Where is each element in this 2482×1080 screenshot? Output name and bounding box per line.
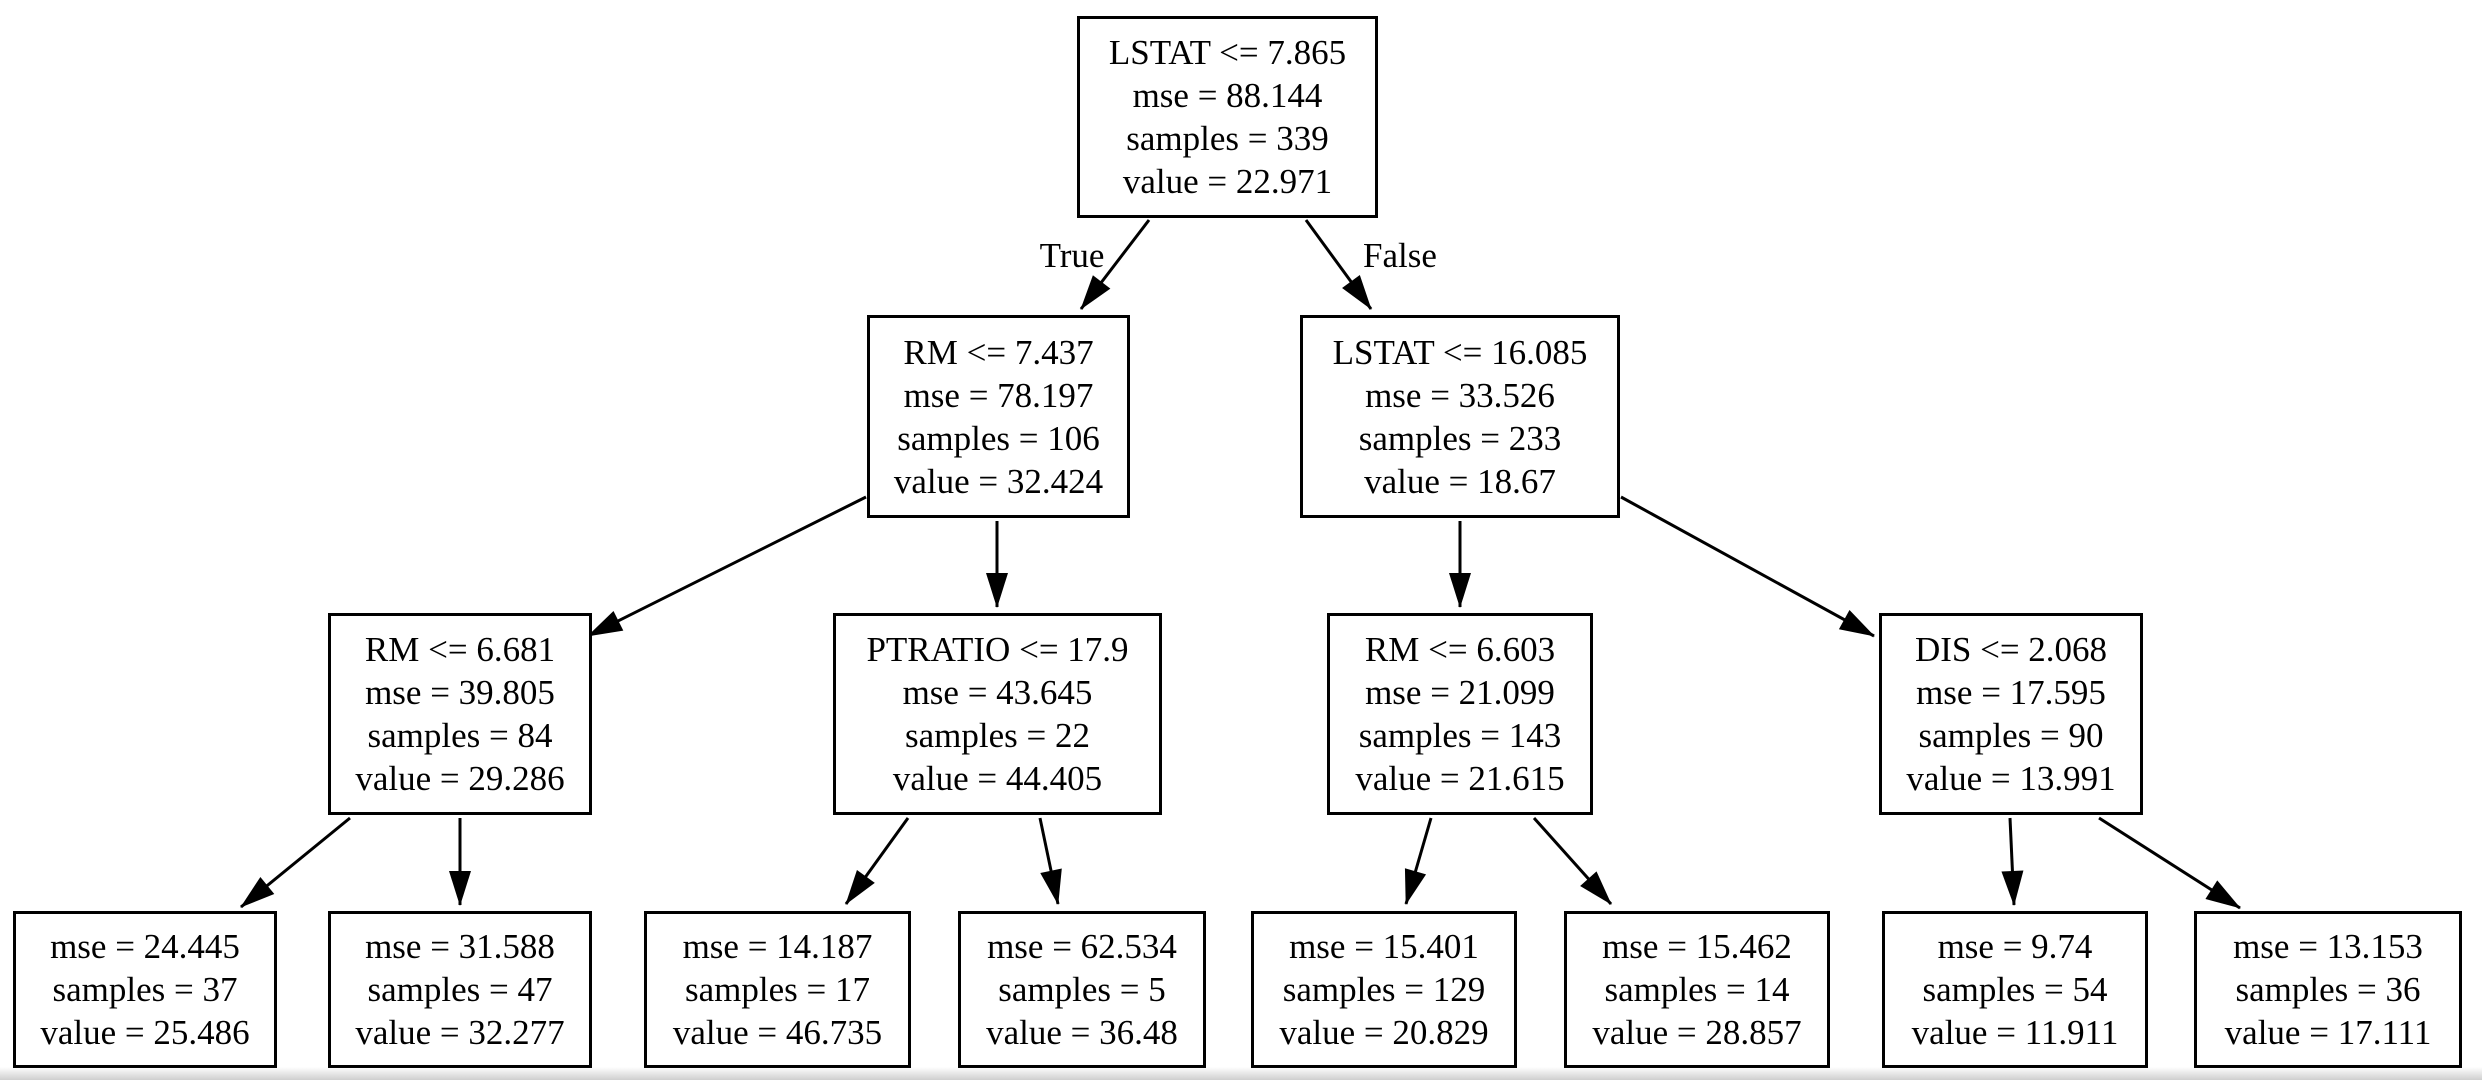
tree-node-l3-4: DIS <= 2.068 mse = 17.595 samples = 90 v… (1879, 613, 2143, 815)
node-value: value = 25.486 (40, 1013, 250, 1052)
edge-l3-4-leaf8 (2098, 816, 2241, 910)
node-mse: mse = 88.144 (1132, 76, 1323, 115)
node-condition: RM <= 6.681 (364, 630, 556, 669)
node-value: value = 17.111 (2224, 1013, 2432, 1052)
node-samples: samples = 17 (685, 970, 870, 1009)
node-mse: mse = 62.534 (987, 927, 1177, 966)
node-value: value = 32.277 (355, 1013, 565, 1052)
node-samples: samples = 36 (2235, 970, 2421, 1009)
tree-node-l3-2: PTRATIO <= 17.9 mse = 43.645 samples = 2… (833, 613, 1162, 815)
tree-leaf-6: mse = 15.462 samples = 14 value = 28.857 (1564, 911, 1830, 1068)
edge-l3-2-leaf3 (844, 817, 910, 905)
node-samples: samples = 106 (897, 418, 1100, 458)
node-samples: samples = 339 (1126, 119, 1329, 158)
tree-leaf-3: mse = 14.187 samples = 17 value = 46.735 (644, 911, 911, 1068)
node-mse: mse = 39.805 (365, 673, 555, 712)
node-samples: samples = 233 (1358, 418, 1562, 458)
node-value: value = 28.857 (1592, 1013, 1802, 1052)
node-condition: PTRATIO <= 17.9 (866, 630, 1129, 669)
node-mse: mse = 13.153 (2233, 927, 2423, 966)
node-samples: samples = 14 (1604, 970, 1790, 1009)
tree-node-l3-3: RM <= 6.603 mse = 21.099 samples = 143 v… (1327, 613, 1593, 815)
node-mse: mse = 24.445 (50, 927, 240, 966)
edge-l3-1-leaf1 (240, 816, 351, 909)
edge-l3-3-leaf6 (1532, 816, 1613, 906)
tree-leaf-2: mse = 31.588 samples = 47 value = 32.277 (328, 911, 592, 1068)
node-value: value = 32.424 (893, 461, 1104, 501)
node-mse: mse = 31.588 (365, 927, 555, 966)
tree-leaf-7: mse = 9.74 samples = 54 value = 11.911 (1882, 911, 2148, 1068)
node-mse: mse = 14.187 (682, 927, 873, 966)
edge-l3-4-leaf7 (2001, 817, 2024, 906)
edge-label-true: True (1039, 236, 1105, 275)
node-condition: RM <= 7.437 (903, 332, 1094, 372)
node-value: value = 22.971 (1122, 162, 1333, 201)
node-samples: samples = 143 (1358, 716, 1562, 755)
node-condition: DIS <= 2.068 (1914, 630, 2108, 669)
node-samples: samples = 84 (367, 716, 553, 755)
node-value: value = 18.67 (1364, 461, 1556, 501)
tree-node-root: LSTAT <= 7.865 mse = 88.144 samples = 33… (1077, 16, 1378, 218)
edge-root-true (1079, 219, 1151, 310)
node-samples: samples = 129 (1282, 970, 1486, 1009)
node-value: value = 13.991 (1906, 759, 2116, 798)
edge-label-false: False (1363, 236, 1437, 275)
tree-leaf-5: mse = 15.401 samples = 129 value = 20.82… (1251, 911, 1517, 1068)
tree-node-l3-1: RM <= 6.681 mse = 39.805 samples = 84 va… (328, 613, 592, 815)
node-samples: samples = 5 (998, 970, 1166, 1009)
node-condition: RM <= 6.603 (1364, 630, 1556, 669)
node-condition: LSTAT <= 7.865 (1108, 33, 1347, 72)
node-value: value = 11.911 (1911, 1013, 2119, 1052)
node-samples: samples = 22 (905, 716, 1090, 755)
node-mse: mse = 9.74 (1937, 927, 2093, 966)
node-mse: mse = 78.197 (903, 375, 1094, 415)
node-mse: mse = 43.645 (902, 673, 1093, 712)
node-samples: samples = 37 (52, 970, 238, 1009)
node-samples: samples = 47 (367, 970, 553, 1009)
node-condition: LSTAT <= 16.085 (1332, 332, 1588, 372)
node-mse: mse = 17.595 (1916, 673, 2106, 712)
node-value: value = 46.735 (672, 1013, 883, 1052)
node-value: value = 20.829 (1279, 1013, 1489, 1052)
node-mse: mse = 15.462 (1602, 927, 1792, 966)
node-mse: mse = 33.526 (1365, 375, 1555, 415)
edge-l2right-l3-4 (1620, 495, 1875, 638)
tree-leaf-1: mse = 24.445 samples = 37 value = 25.486 (13, 911, 277, 1068)
node-mse: mse = 15.401 (1289, 927, 1479, 966)
node-samples: samples = 54 (1922, 970, 2108, 1009)
node-value: value = 36.48 (986, 1013, 1178, 1052)
edge-root-false (1304, 219, 1373, 310)
node-value: value = 29.286 (355, 759, 565, 798)
tree-node-l2-left: RM <= 7.437 mse = 78.197 samples = 106 v… (867, 315, 1130, 518)
tree-node-l2-right: LSTAT <= 16.085 mse = 33.526 samples = 2… (1300, 315, 1620, 518)
edge-l2left-l3-1 (587, 495, 867, 638)
node-mse: mse = 21.099 (1365, 673, 1555, 712)
node-value: value = 21.615 (1355, 759, 1565, 798)
tree-leaf-4: mse = 62.534 samples = 5 value = 36.48 (958, 911, 1206, 1068)
node-samples: samples = 90 (1918, 716, 2104, 755)
tree-leaf-8: mse = 13.153 samples = 36 value = 17.111 (2194, 911, 2462, 1068)
edge-l3-2-leaf4 (1038, 817, 1062, 905)
node-value: value = 44.405 (892, 759, 1103, 798)
edge-l3-3-leaf5 (1404, 817, 1433, 905)
